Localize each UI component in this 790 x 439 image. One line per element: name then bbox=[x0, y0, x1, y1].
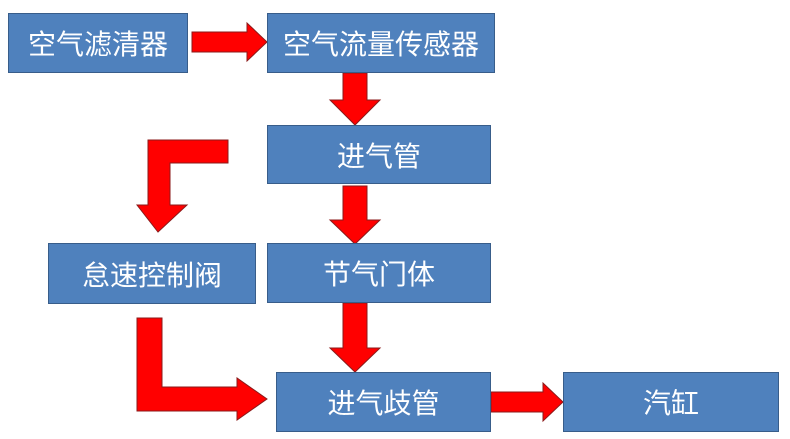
node-cylinder: 汽缸 bbox=[563, 372, 779, 432]
node-idle-control-valve-label: 怠速控制阀 bbox=[81, 258, 222, 292]
node-intake-pipe-label: 进气管 bbox=[336, 139, 421, 173]
node-intake-pipe: 进气管 bbox=[267, 125, 491, 184]
node-idle-control-valve: 怠速控制阀 bbox=[48, 243, 256, 304]
node-throttle-body: 节气门体 bbox=[267, 243, 491, 303]
node-air-filter: 空气滤清器 bbox=[8, 13, 188, 73]
arrow-throttle-to-manifold bbox=[328, 302, 382, 373]
node-intake-manifold: 进气歧管 bbox=[276, 372, 491, 432]
arrow-intake-pipe-to-idle-valve bbox=[135, 139, 229, 233]
arrow-intake-pipe-to-throttle bbox=[328, 185, 382, 245]
arrow-manifold-to-cylinder bbox=[490, 381, 564, 423]
node-intake-manifold-label: 进气歧管 bbox=[327, 387, 440, 420]
arrow-idle-valve-to-manifold bbox=[136, 317, 268, 421]
node-air-flow-sensor: 空气流量传感器 bbox=[267, 13, 495, 73]
arrow-filter-to-sensor bbox=[191, 21, 268, 63]
node-air-flow-sensor-label: 空气流量传感器 bbox=[282, 28, 479, 61]
node-throttle-body-label: 节气门体 bbox=[322, 258, 435, 291]
node-air-filter-label: 空气滤清器 bbox=[27, 28, 168, 61]
node-cylinder-label: 汽缸 bbox=[642, 387, 699, 420]
arrow-sensor-to-intake-pipe bbox=[328, 72, 382, 126]
